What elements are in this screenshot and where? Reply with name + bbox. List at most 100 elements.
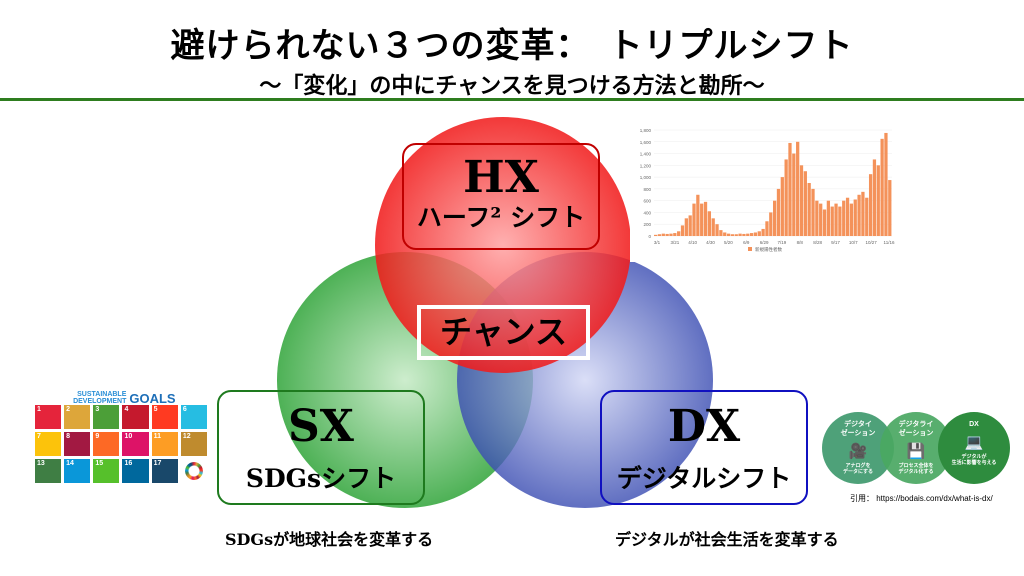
y-tick-label: 600 [643,199,651,204]
sx-caption: SDGsが地球社会を変革する [225,530,434,549]
hx-sub: ハーフ² シフト [416,203,586,232]
x-tick-label: 5/20 [724,240,733,245]
legend-label: 新規陽性者数 [755,246,782,253]
dx-caption: デジタルが社会生活を変革する [615,530,839,549]
dx-sub: デジタルシフト [616,464,792,493]
bar [677,231,681,236]
bar [661,233,665,236]
bar [707,211,712,236]
x-tick-label: 8/28 [813,240,822,245]
bar [842,200,846,236]
y-tick-label: 1,400 [640,152,652,157]
bar [826,200,831,236]
sdg-tile-15: 15 [93,459,120,483]
dx-box: DX デジタルシフト [600,390,808,505]
sx-sub: SDGsシフト [245,464,397,493]
sdgs-header-big: GOALS [129,390,176,406]
y-tick-label: 400 [643,210,651,215]
bar [711,218,715,236]
bar [703,201,708,236]
x-tick-label: 4/30 [706,240,715,245]
x-tick-label: 6/9 [743,240,750,245]
sdg-tile-13: 13 [35,459,62,483]
bar [796,141,800,236]
dx-steps-figure: デジタイ ゼーション🎥アナログを データにするデジタライ ゼーション💾プロセス全… [822,412,1012,487]
x-tick-label: 10/7 [849,240,858,245]
legend-swatch [748,247,752,251]
bar [692,203,696,236]
bar [746,233,750,236]
bar [815,200,819,236]
bar [811,188,815,236]
x-tick-label: 7/19 [778,240,787,245]
bar [669,233,673,236]
bar [773,200,777,236]
sdg-tile-8: 8 [64,432,91,456]
sdg-tile-14: 14 [64,459,91,483]
sdg-tile-11: 11 [151,432,178,456]
sdg-tile-5: 5 [151,405,178,429]
chart-bg [630,122,900,262]
bar [761,228,765,236]
bar [830,206,834,236]
dx-step-icon: 🎥 [848,443,868,460]
y-tick-label: 0 [648,234,651,239]
dx-step-title: デジタイ ゼーション [840,421,876,437]
bar [822,209,827,236]
sdg-wheel-icon [181,459,207,483]
bar [654,234,658,236]
bar [696,194,700,236]
sx-box: SX SDGsシフト [217,390,425,505]
bar [857,194,861,236]
bar [715,224,719,236]
bar [665,233,669,236]
bar [776,188,781,236]
x-tick-label: 4/10 [688,240,697,245]
sdg-tile-7: 7 [35,432,62,456]
slide-title: 避けられない３つの変革： トリプルシフト [170,26,854,66]
bar [799,165,804,236]
bar [872,159,877,236]
bar [757,231,761,236]
bar [865,197,869,236]
y-tick-label: 800 [643,187,651,192]
sdg-tile-9: 9 [93,432,120,456]
sx-label: SX [288,401,354,452]
dx-step-icon: 💾 [906,443,926,460]
x-tick-label: 3/1 [654,240,661,245]
sdg-tile-2: 2 [64,405,91,429]
bar [780,177,784,236]
dx-step-title: DX [969,421,979,428]
x-tick-label: 8/8 [797,240,804,245]
chance-box: チャンス [417,305,590,360]
hx-label: HX [463,152,539,203]
sdg-tile-17: 17 [151,459,178,483]
slide-subtitle: ～「変化」の中にチャンスを見つける方法と勘所～ [259,73,765,99]
x-tick-label: 11/16 [884,240,895,245]
x-tick-label: 3/21 [670,240,679,245]
bar [834,203,838,236]
bar [884,132,888,236]
bar [680,225,685,236]
bar [807,183,811,236]
bar [803,171,807,236]
bar [868,174,873,236]
bar [700,203,704,236]
dx-step-3: DX💻デジタルが 生活に影響を与える [938,412,1010,484]
bar [845,197,850,236]
sdg-tile-10: 10 [122,432,149,456]
citation: 引用： https://bodais.com/dx/what-is-dx/ [850,494,993,503]
bar [849,203,854,236]
bar [838,206,842,236]
bar [688,215,692,236]
bar [880,138,884,236]
y-tick-label: 200 [643,222,651,227]
dx-step-body: プロセス全体を デジタル化する [898,463,934,475]
bar [876,165,880,236]
dx-step-body: アナログを データにする [842,463,874,475]
bar [738,233,742,236]
x-tick-label: 9/17 [831,240,840,245]
bar [742,233,746,236]
bar [788,142,792,236]
